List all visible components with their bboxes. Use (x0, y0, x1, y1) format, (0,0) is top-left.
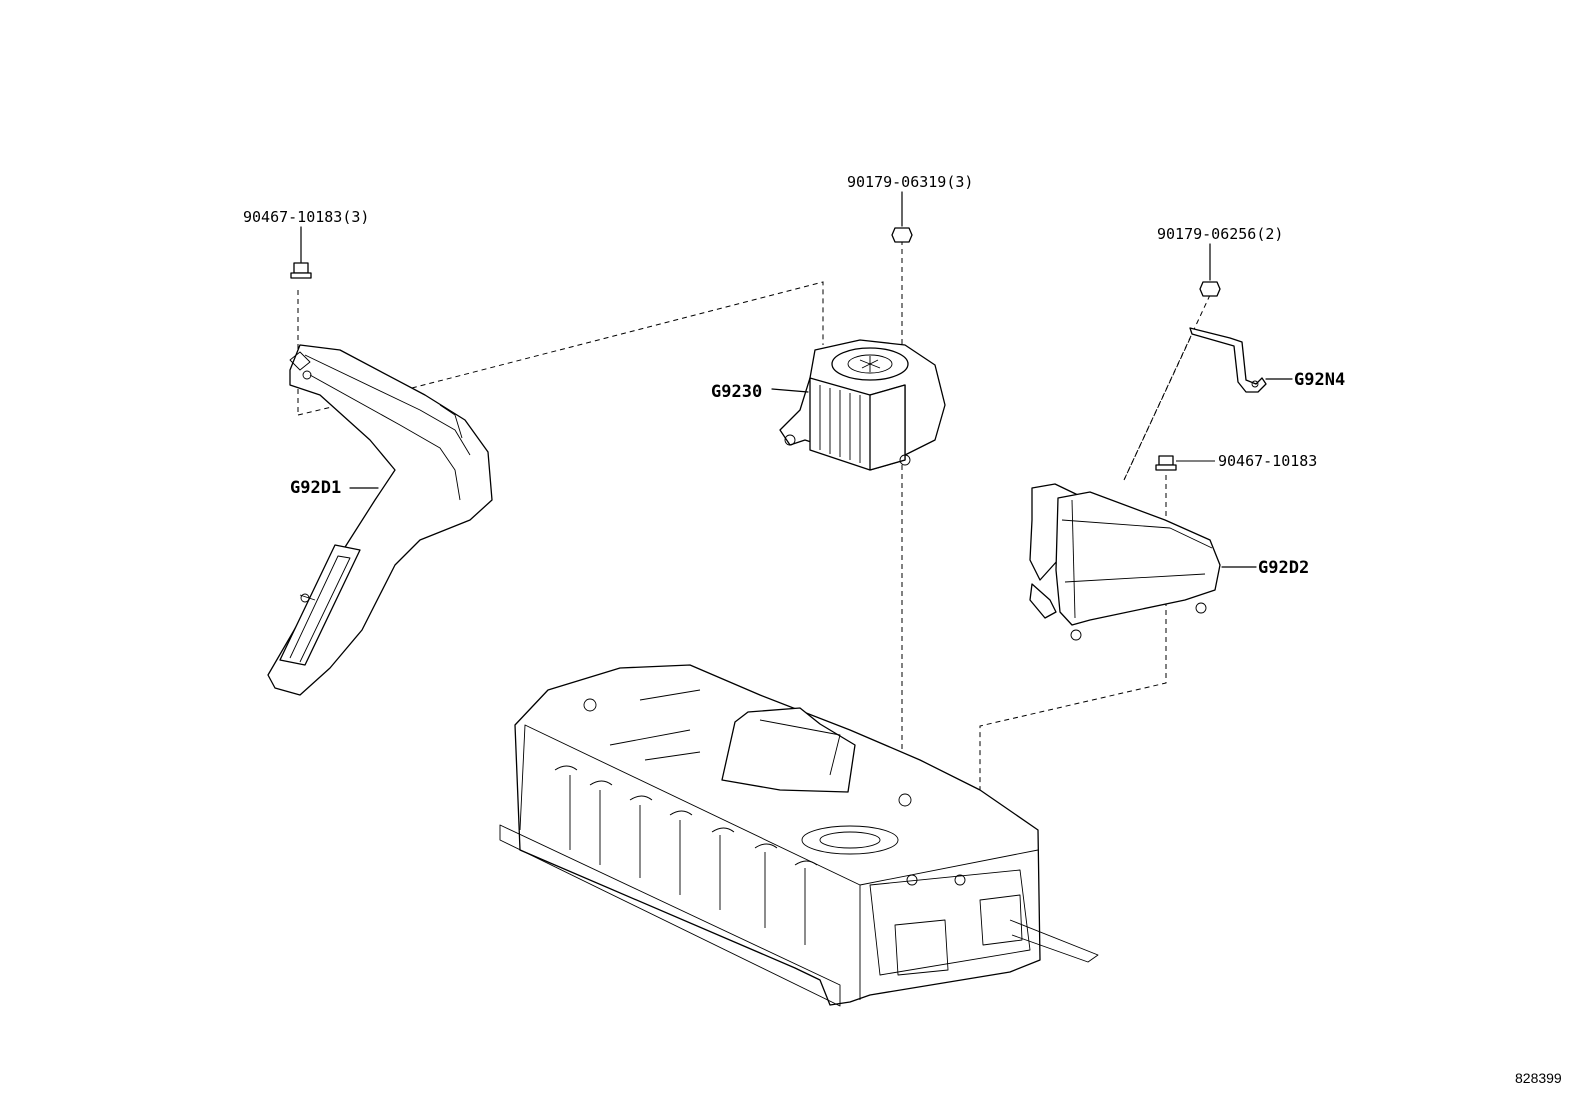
label-nut-right: 90179-06256(2) (1157, 225, 1283, 243)
label-blower: G9230 (711, 382, 762, 402)
label-bolt-left: 90467-10183(3) (243, 208, 369, 226)
label-nut-center: 90179-06319(3) (847, 173, 973, 191)
label-bracket: G92N4 (1294, 370, 1345, 390)
duct-left-icon (267, 344, 493, 696)
figure-number: 828399 (1515, 1070, 1562, 1086)
duct-right-icon (1029, 483, 1257, 641)
nut-right-icon (1199, 243, 1221, 297)
blower-icon (771, 339, 946, 471)
bolt-left-icon (290, 226, 312, 279)
battery-assembly-icon (499, 664, 1099, 1007)
labels: 90467-10183(3) 90179-06319(3) 90179-0625… (243, 173, 1562, 1086)
label-duct-left: G92D1 (290, 478, 341, 498)
nut-center-icon (891, 191, 913, 243)
clip-right-icon (1155, 455, 1215, 471)
label-duct-right: G92D2 (1258, 558, 1309, 578)
label-clip-right: 90467-10183 (1218, 452, 1317, 470)
bracket-icon (1189, 327, 1293, 393)
